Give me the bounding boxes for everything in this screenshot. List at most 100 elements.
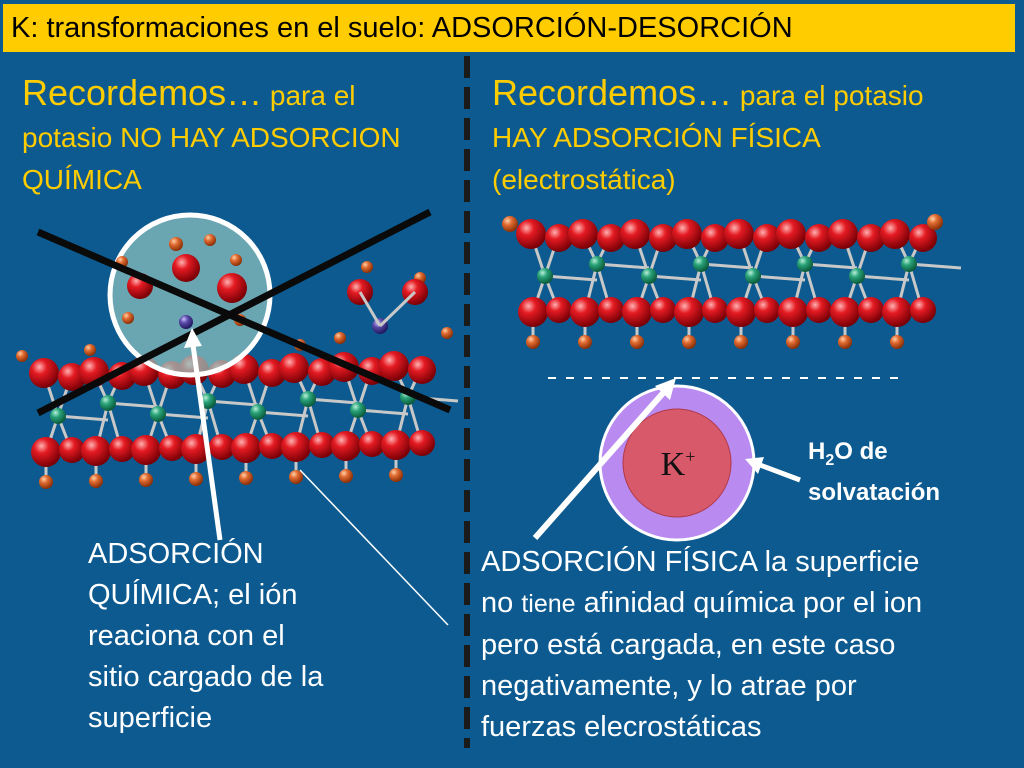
oxygen-atom [909, 224, 937, 252]
title-bar: K: transformaciones en el suelo: ADSORCI… [3, 4, 1015, 52]
ion-charge: + [685, 446, 696, 467]
oxygen-atom [622, 297, 652, 327]
silicon-atom [797, 256, 813, 272]
left-caption-line: QUÍMICA; el ión [88, 579, 298, 611]
oxygen-atom [650, 297, 676, 323]
bond [157, 412, 209, 420]
magnified-atom [217, 273, 247, 303]
bond [752, 274, 806, 282]
hydrogen-atom [361, 261, 373, 273]
hydrogen-atom [927, 214, 943, 230]
hydrogen-atom [334, 332, 346, 344]
right-heading-line3: (electrostática) [492, 164, 676, 195]
oxygen-atom [545, 224, 573, 252]
hydrogen-atom [441, 327, 453, 339]
hydrogen-atom [139, 473, 153, 487]
oxygen-atom [778, 297, 808, 327]
oxygen-atom [858, 297, 884, 323]
hydrogen-atom [89, 474, 103, 488]
oxygen-atom [701, 224, 729, 252]
right-heading-rest: para el potasio [732, 80, 924, 111]
oxygen-atom [674, 297, 704, 327]
oxygen-atom [806, 297, 832, 323]
hydrogen-atom [39, 475, 53, 489]
oxygen-atom [830, 297, 860, 327]
magnified-atom [169, 237, 183, 251]
left-caption-line: sitio cargado de la [88, 661, 324, 693]
left-heading-line3: QUÍMICA [22, 164, 142, 195]
oxygen-atom [546, 297, 572, 323]
oxygen-atom [776, 219, 806, 249]
hydrogen-atom [502, 216, 518, 232]
right-caption-line2a: no [481, 587, 522, 619]
oxygen-atom [568, 219, 598, 249]
hydrogen-atom [389, 468, 403, 482]
oxygen-atom [910, 297, 936, 323]
oxygen-atom [702, 297, 728, 323]
silicon-atom [100, 395, 116, 411]
right-caption-line1b: la superficie [756, 546, 920, 578]
oxygen-atom [308, 358, 336, 386]
oxygen-atom [29, 358, 59, 388]
hydrogen-atom [189, 472, 203, 486]
hydrogen-atom [339, 469, 353, 483]
oxygen-atom [408, 356, 436, 384]
oxygen-atom [649, 224, 677, 252]
oxygen-atom [597, 224, 625, 252]
bond [544, 274, 598, 282]
silicon-atom [693, 256, 709, 272]
oxygen-atom [209, 434, 235, 460]
hydrogen-atom [289, 470, 303, 484]
right-heading-big: Recordemos… [492, 72, 733, 113]
oxygen-atom [381, 430, 411, 460]
right-caption-line2-small: tiene [521, 590, 576, 618]
oxygen-atom [409, 430, 435, 456]
ion-symbol: K [660, 446, 686, 483]
magnified-atom [179, 315, 193, 329]
oxygen-atom [309, 432, 335, 458]
magnified-atom [172, 254, 200, 282]
right-caption-line4: negativamente, y lo atrae por [481, 670, 857, 702]
oxygen-atom [724, 219, 754, 249]
left-caption-line: ADSORCIÓN [88, 538, 264, 570]
oxygen-atom [109, 436, 135, 462]
left-caption-line: superficie [88, 702, 213, 734]
right-arrow-shaft [532, 390, 667, 540]
oxygen-atom [59, 437, 85, 463]
silicon-atom [350, 402, 366, 418]
hydrogen-atom [84, 344, 96, 356]
water-label: H2O de solvatación [808, 436, 940, 509]
cross-line-2 [36, 208, 432, 417]
oxygen-atom [518, 297, 548, 327]
bond [596, 262, 650, 270]
oxygen-atom [880, 219, 910, 249]
right-caption-line3: pero está cargada, en este caso [481, 629, 896, 661]
right-arrow-head [655, 378, 676, 400]
oxygen-atom [181, 434, 211, 464]
silicon-atom [589, 256, 605, 272]
left-heading-line2: potasio NO HAY ADSORCION [22, 122, 401, 153]
hydrogen-atom [838, 335, 852, 349]
oxygen-atom [259, 433, 285, 459]
silicon-atom [250, 404, 266, 420]
hydrogen-atom [239, 471, 253, 485]
bond [856, 274, 910, 282]
oxygen-atom [620, 219, 650, 249]
oxygen-atom [231, 433, 261, 463]
left-caption-line: reaciona con el [88, 620, 285, 652]
atom-layer [516, 219, 937, 349]
oxygen-atom [516, 219, 546, 249]
slide-title: K: transformaciones en el suelo: ADSORCI… [11, 12, 793, 44]
oxygen-atom [828, 219, 858, 249]
oxygen-atom [882, 297, 912, 327]
bond [804, 262, 858, 270]
cross-line-1 [36, 228, 452, 414]
silicon-atom [150, 406, 166, 422]
bond [358, 291, 382, 327]
water-label-rest: O de [834, 438, 888, 465]
shell-arrow-shaft [759, 462, 801, 483]
water-label-line2: solvatación [808, 478, 941, 506]
bond [57, 414, 109, 422]
